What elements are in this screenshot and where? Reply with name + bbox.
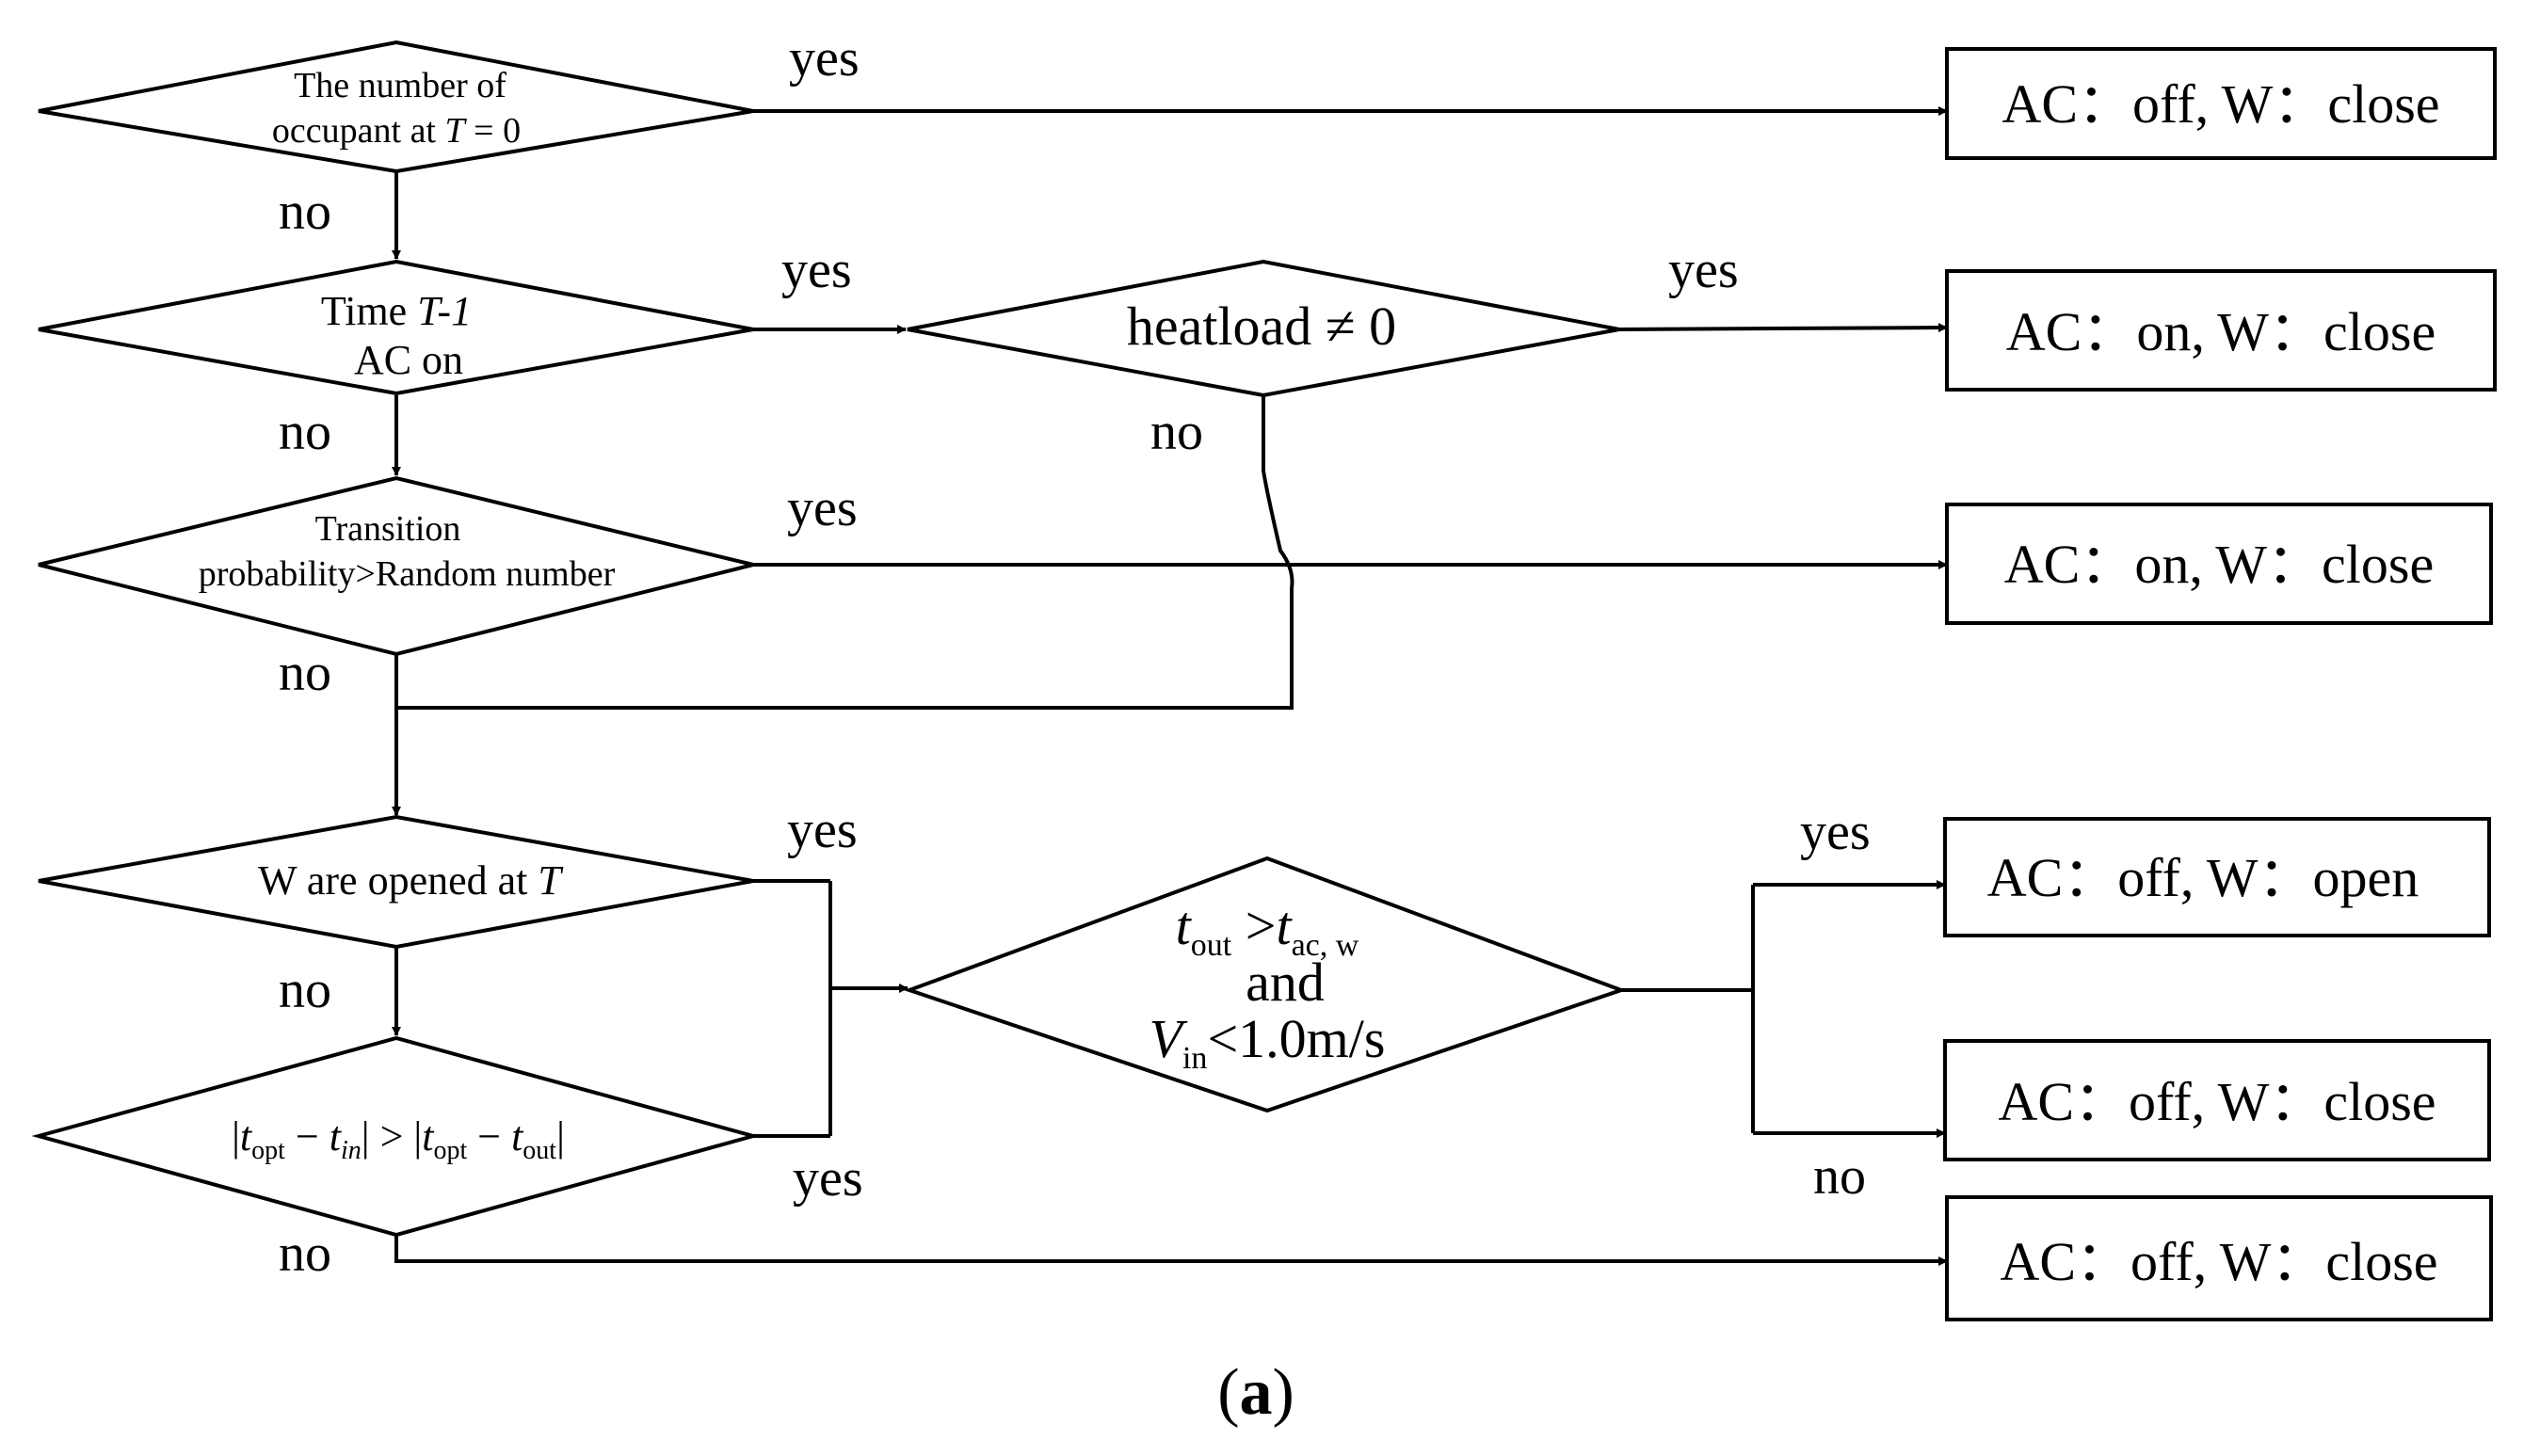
label-yes-d6: yes bbox=[1668, 241, 1739, 299]
connectors bbox=[392, 106, 1948, 1266]
decision-transition-line1: Transition bbox=[315, 509, 461, 549]
arrow-d5-no bbox=[394, 1235, 1948, 1266]
outcome-5-text: AC：off, W：close bbox=[1998, 1071, 2436, 1132]
decision-occupants-line2: occupant at T = 0 bbox=[272, 111, 521, 151]
outcome-box-4: AC：off, W：open bbox=[1943, 817, 2491, 937]
outcome-box-5: AC：off, W：close bbox=[1943, 1039, 2491, 1161]
label-no-d4: no bbox=[279, 961, 331, 1019]
label-yes-d1: yes bbox=[789, 29, 860, 88]
decision-ac-on-line1: Time T-1 bbox=[321, 288, 472, 334]
outcome-box-3: AC：on, W：close bbox=[1945, 503, 2493, 625]
decision-outdoor-line1: tout >tac, w bbox=[1176, 895, 1359, 963]
label-no-d1: no bbox=[279, 183, 331, 241]
decision-temperature-compare-text: |topt − tin| > |topt − tout| bbox=[232, 1113, 565, 1165]
decision-windows-opened: W are opened at T bbox=[38, 814, 754, 950]
label-no-d3: no bbox=[279, 644, 331, 702]
figure-caption: (a) bbox=[1217, 1356, 1294, 1429]
decision-ac-on-line2: AC on bbox=[354, 337, 463, 383]
outcome-box-2: AC：on, W：close bbox=[1945, 269, 2497, 392]
outcome-2-text: AC：on, W：close bbox=[2006, 301, 2436, 362]
label-no-d6: no bbox=[1150, 403, 1203, 461]
outcome-box-6: AC：off, W：close bbox=[1945, 1195, 2493, 1321]
decision-temperature-compare: |topt − tin| > |topt − tout| bbox=[31, 1035, 761, 1238]
label-no-d5: no bbox=[279, 1224, 331, 1283]
label-yes-d4: yes bbox=[787, 801, 858, 859]
decision-transition-line2: probability>Random number bbox=[199, 554, 616, 594]
arrow-d6-yes bbox=[1618, 323, 1948, 333]
label-yes-d7: yes bbox=[1800, 803, 1871, 861]
decision-outdoor-conditions: tout >tac, w and Vin<1.0m/s bbox=[903, 856, 1627, 1113]
outcome-box-1: AC：off, W：close bbox=[1945, 47, 2497, 160]
decision-occupants: The number of occupant at T = 0 bbox=[38, 40, 754, 174]
decision-occupants-line1: The number of bbox=[294, 66, 506, 105]
decision-windows-opened-text: W are opened at T bbox=[258, 857, 564, 904]
decision-outdoor-line2: and bbox=[1246, 952, 1325, 1013]
label-yes-d5: yes bbox=[793, 1149, 863, 1208]
branch-labels: yes no yes yes no no yes no yes yes no y… bbox=[279, 29, 1871, 1283]
label-no-d7: no bbox=[1813, 1147, 1866, 1206]
decision-transition-probability: Transition probability>Random number bbox=[38, 475, 754, 657]
outcome-6-text: AC：off, W：close bbox=[2000, 1231, 2437, 1292]
decision-outdoor-line3: Vin<1.0m/s bbox=[1149, 1008, 1386, 1076]
outcome-4-text: AC：off, W：open bbox=[1987, 847, 2420, 908]
decision-heatload: heatload ≠ 0 bbox=[907, 259, 1620, 398]
label-yes-d3: yes bbox=[787, 479, 858, 537]
decision-ac-on-previous: Time T-1 AC on bbox=[38, 259, 754, 396]
label-yes-d2: yes bbox=[781, 241, 852, 299]
line-d6-no bbox=[396, 395, 1294, 710]
outcome-1-text: AC：off, W：close bbox=[2002, 73, 2439, 135]
decision-heatload-text: heatload ≠ 0 bbox=[1127, 296, 1396, 357]
label-no-d2: no bbox=[279, 403, 331, 461]
outcome-3-text: AC：on, W：close bbox=[2004, 534, 2434, 595]
